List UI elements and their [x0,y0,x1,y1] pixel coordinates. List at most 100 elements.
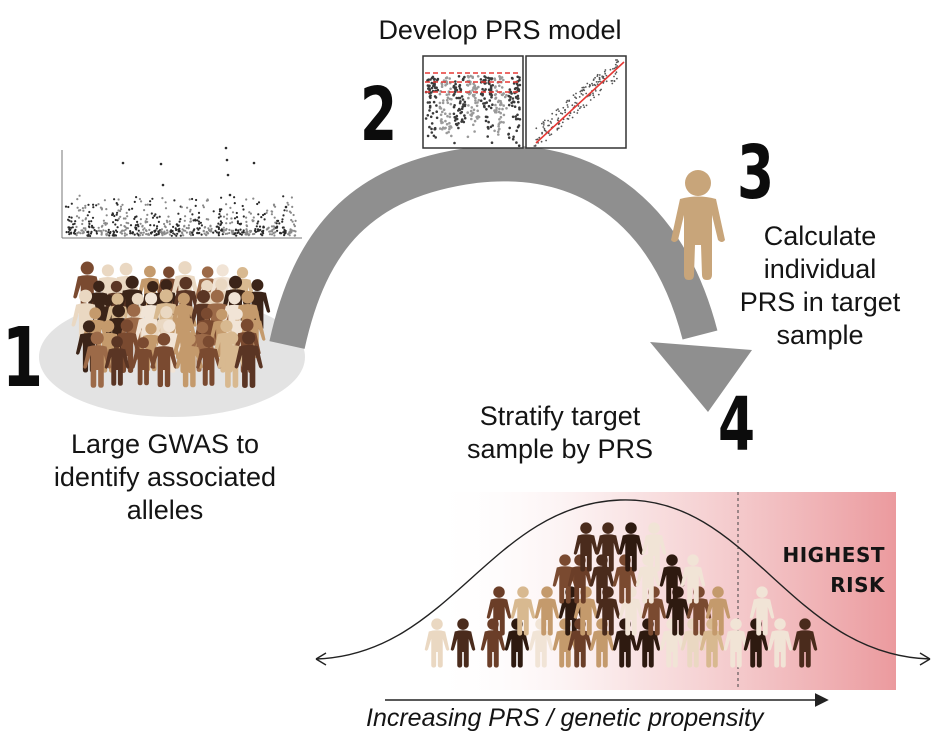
manhattan-dot [231,232,234,236]
scatter-dot [584,86,587,88]
manhattan-dot [217,232,220,235]
manhattan-dot [476,109,480,113]
manhattan-dot [116,211,119,214]
manhattan-dot [449,87,452,91]
manhattan-dot [163,222,166,226]
manhattan-dot [507,103,511,107]
manhattan-dot [487,104,491,108]
manhattan-dot [511,115,515,119]
manhattan-dot [436,88,440,92]
manhattan-dot [144,221,147,224]
manhattan-dot [439,113,443,117]
manhattan-dot [189,232,192,235]
manhattan-dot [260,216,263,219]
manhattan-dot [271,229,274,232]
manhattan-dot [272,232,275,235]
scatter-dot [564,109,566,112]
manhattan-dot [233,233,236,236]
manhattan-dot [116,219,119,222]
manhattan-dot [140,200,143,203]
manhattan-dot [68,228,71,231]
manhattan-dot [197,232,200,235]
manhattan-plot-icon [61,146,302,239]
prs-axis-label: Increasing PRS / genetic propensity [366,704,764,732]
manhattan-dot [149,224,152,227]
manhattan-dot [445,131,449,135]
scatter-dot [550,133,553,136]
manhattan-dot [129,232,132,235]
manhattan-dot [108,234,111,237]
scatter-dot [615,59,617,61]
manhattan-dot [281,220,284,223]
manhattan-dot [507,132,511,136]
manhattan-dot [435,86,438,89]
manhattan-dot [438,92,442,96]
manhattan-dot [217,222,220,225]
manhattan-dot [493,93,497,97]
manhattan-dot [432,100,436,104]
manhattan-dot [500,120,503,124]
manhattan-dot [225,217,228,220]
manhattan-dot [290,196,293,199]
highest-risk-label-line1: HIGHEST [782,543,885,567]
manhattan-dot [257,201,261,204]
manhattan-dot [294,219,297,222]
manhattan-dot [119,231,122,234]
manhattan-dot [114,223,117,226]
manhattan-dot [479,92,483,96]
manhattan-dot [466,84,470,87]
manhattan-dot [498,118,501,121]
manhattan-dot [235,234,238,237]
manhattan-dot [153,224,156,227]
manhattan-dot [199,221,202,224]
manhattan-dot [123,225,126,228]
scatter-dot [579,90,582,93]
highest-risk-label-line2: RISK [830,573,885,597]
manhattan-dot [468,82,472,86]
manhattan-dot [200,233,203,236]
step-4-label-line: sample by PRS [466,434,654,464]
manhattan-dot [435,110,439,113]
manhattan-dot [145,217,148,221]
manhattan-dot [104,229,107,232]
scatter-dot [583,89,586,92]
manhattan-dot [100,230,103,233]
manhattan-dot [181,232,184,235]
manhattan-dot [442,108,446,111]
manhattan-dot [97,226,100,229]
manhattan-dot [79,232,82,235]
manhattan-dot [183,225,186,228]
manhattan-dot [282,195,285,198]
manhattan-dot [239,232,242,235]
manhattan-dot [70,202,73,205]
manhattan-dot [266,209,269,212]
manhattan-dot [497,128,501,131]
manhattan-dot [194,204,197,207]
person-figure [705,586,731,636]
manhattan-dot [236,221,239,225]
manhattan-dot [153,234,156,237]
manhattan-dot [503,95,507,99]
manhattan-dot [427,87,430,90]
manhattan-dot [444,112,447,115]
scatter-dot [555,109,558,112]
manhattan-dot [88,226,91,229]
manhattan-dot [119,205,123,208]
manhattan-dot [218,213,221,216]
manhattan-dot [147,232,150,235]
manhattan-dot [161,234,164,237]
scatter-dot [541,122,543,125]
manhattan-dot [155,233,158,236]
manhattan-dot [133,217,136,220]
manhattan-dot [441,110,444,114]
scatter-dot [562,106,565,109]
manhattan-dot [473,130,476,133]
manhattan-dot [160,228,164,231]
manhattan-dot [117,217,120,220]
manhattan-dot [454,80,457,83]
manhattan-dot [516,117,520,121]
person-figure [595,522,621,572]
scatter-dot [615,71,618,74]
manhattan-dot [441,101,445,105]
manhattan-dot [97,229,100,232]
